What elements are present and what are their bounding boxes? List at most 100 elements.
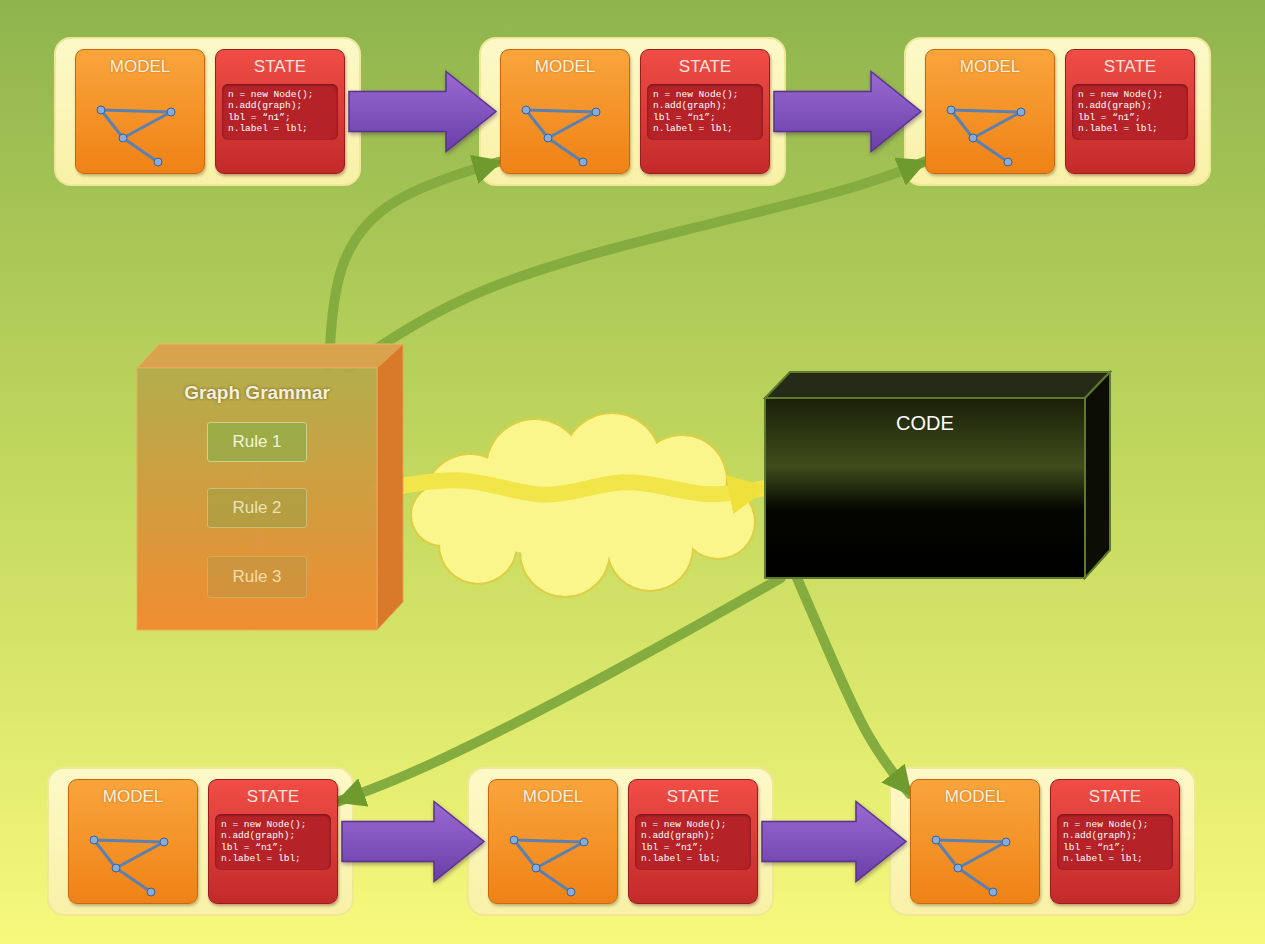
model-box: MODEL xyxy=(75,49,205,174)
state-box: STATE n = new Node();n.add(graph);lbl = “… xyxy=(1050,779,1180,904)
code-line: lbl = “n1”; xyxy=(221,842,325,853)
step-arrow xyxy=(762,802,906,882)
code-line: n.label = lbl; xyxy=(1063,853,1167,864)
state-heading: STATE xyxy=(1066,50,1194,77)
graph-vertex xyxy=(147,888,155,896)
state-box: STATE n = new Node();n.add(graph);lbl = “… xyxy=(1065,49,1195,174)
code-line: n = new Node(); xyxy=(228,89,332,100)
box-top-face xyxy=(137,344,403,368)
code-line: n = new Node(); xyxy=(653,89,757,100)
code-line: lbl = “n1”; xyxy=(653,112,757,123)
graph-vertex xyxy=(580,838,588,846)
panel-frame xyxy=(55,38,360,185)
step-arrow xyxy=(349,72,496,152)
graph-edge xyxy=(123,138,158,162)
code-snippet: n = new Node();n.add(graph);lbl = “n1”;n… xyxy=(215,814,331,870)
graph-edge xyxy=(958,868,993,892)
graph-edge xyxy=(526,110,596,112)
code-snippet: n = new Node();n.add(graph);lbl = “n1”;n… xyxy=(1057,814,1173,870)
cloud xyxy=(412,414,754,596)
graph-vertex xyxy=(160,838,168,846)
graph-edge xyxy=(548,138,583,162)
graph-edge xyxy=(123,112,171,138)
state-heading: STATE xyxy=(629,780,757,807)
graph-vertex xyxy=(510,836,518,844)
code-line: n.add(graph); xyxy=(1063,830,1167,841)
graph-edge xyxy=(951,110,973,138)
state-heading: STATE xyxy=(641,50,769,77)
model-box: MODEL xyxy=(500,49,630,174)
code-line: n = new Node(); xyxy=(1063,819,1167,830)
graph-vertex xyxy=(989,888,997,896)
state-heading: STATE xyxy=(1051,780,1179,807)
generation-arrow xyxy=(797,578,910,794)
model-box: MODEL xyxy=(910,779,1040,904)
code-line: n.add(graph); xyxy=(228,100,332,111)
graph-edge xyxy=(94,840,116,868)
model-heading: MODEL xyxy=(501,50,629,77)
graph-edge xyxy=(101,110,171,112)
box-front-face xyxy=(765,398,1085,578)
model-heading: MODEL xyxy=(911,780,1039,807)
rule-label: Rule 3 xyxy=(232,567,281,587)
code-snippet: n = new Node();n.add(graph);lbl = “n1”;n… xyxy=(647,84,763,140)
graph-edge xyxy=(116,842,164,868)
code-line: n.add(graph); xyxy=(1078,100,1182,111)
graph-edge xyxy=(973,112,1021,138)
graph-edge xyxy=(116,868,151,892)
state-box: STATE n = new Node();n.add(graph);lbl = “… xyxy=(640,49,770,174)
graph-edge xyxy=(536,868,571,892)
step-arrow xyxy=(342,802,484,882)
code-line: lbl = “n1”; xyxy=(1078,112,1182,123)
panel-frame xyxy=(905,38,1210,185)
graph-vertex xyxy=(1004,158,1012,166)
code-line: n = new Node(); xyxy=(221,819,325,830)
code-snippet: n = new Node();n.add(graph);lbl = “n1”;n… xyxy=(1072,84,1188,140)
model-heading: MODEL xyxy=(76,50,204,77)
model-box: MODEL xyxy=(68,779,198,904)
code-line: n = new Node(); xyxy=(641,819,745,830)
code-line: n.add(graph); xyxy=(221,830,325,841)
graph-edge xyxy=(548,112,596,138)
graph-vertex xyxy=(522,106,530,114)
model-heading: MODEL xyxy=(926,50,1054,77)
state-box: STATEn = new Node();n.add(graph);lbl = “… xyxy=(215,49,345,174)
graph-edge xyxy=(94,840,164,842)
graph-vertex xyxy=(97,106,105,114)
panel-frame xyxy=(48,768,353,915)
graph-edge xyxy=(936,840,1006,842)
graph-vertex xyxy=(1017,108,1025,116)
model-box: MODEL xyxy=(488,779,618,904)
generation-arrow xyxy=(338,578,781,802)
graph-edge xyxy=(973,138,1008,162)
code-line: n.label = lbl; xyxy=(653,123,757,134)
panel-frame xyxy=(468,768,773,915)
rule-box: Rule 2 xyxy=(207,488,307,528)
graph-vertex xyxy=(167,108,175,116)
graph-edge xyxy=(951,110,1021,112)
grammar-heading: Graph Grammar xyxy=(137,368,377,404)
graph-edge xyxy=(514,840,536,868)
graph-vertex xyxy=(544,134,552,142)
code-line: n.label = lbl; xyxy=(641,853,745,864)
code-line: lbl = “n1”; xyxy=(228,112,332,123)
graph-vertex xyxy=(119,134,127,142)
graph-vertex xyxy=(932,836,940,844)
panel-frame xyxy=(890,768,1195,915)
graph-edge xyxy=(936,840,958,868)
graph-vertex xyxy=(579,158,587,166)
graph-vertex xyxy=(112,864,120,872)
panel-frame xyxy=(480,38,785,185)
code-line: n.label = lbl; xyxy=(1078,123,1182,134)
rule-box: Rule 3 xyxy=(207,556,307,598)
generation-arrow xyxy=(348,162,925,369)
model-box: MODEL xyxy=(925,49,1055,174)
graph-vertex xyxy=(969,134,977,142)
model-heading: MODEL xyxy=(69,780,197,807)
code-snippet: n = new Node();n.add(graph);lbl = “n1”;n… xyxy=(222,84,338,140)
rule-box: Rule 1 xyxy=(207,422,307,462)
code-snippet: n = new Node();n.add(graph);lbl = “n1”;n… xyxy=(635,814,751,870)
graph-vertex xyxy=(592,108,600,116)
